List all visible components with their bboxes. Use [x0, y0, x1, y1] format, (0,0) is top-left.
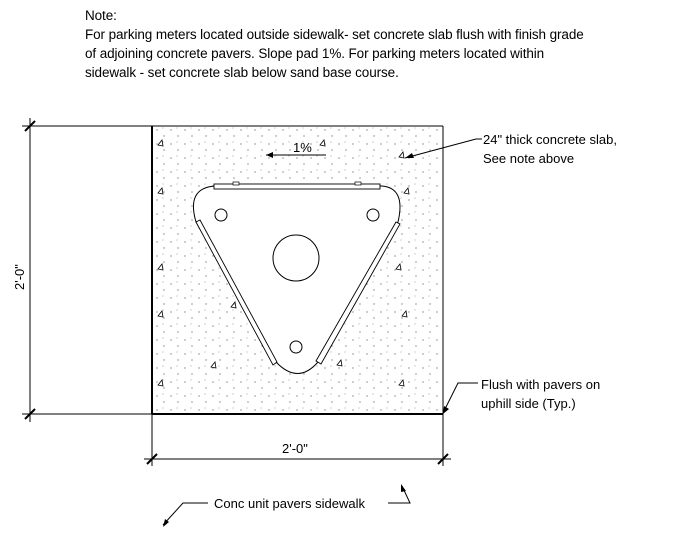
flush-label-line-2: uphill side (Typ.)	[481, 396, 576, 411]
slope-arrow: 1%	[266, 140, 326, 158]
pavers-label: Conc unit pavers sidewalk	[214, 496, 366, 511]
slab-label-line-2: See note above	[483, 151, 574, 166]
flush-label-line-1: Flush with pavers on	[481, 377, 600, 392]
bolt-hole-right	[366, 208, 380, 222]
aggregate-marks	[157, 139, 410, 387]
pavers-leader	[162, 484, 411, 527]
bolt-hole-bottom	[289, 340, 303, 354]
flush-leader	[442, 382, 478, 414]
note-line-3: sidewalk - set concrete slab below sand …	[85, 65, 399, 80]
meter-post-hole	[272, 234, 320, 282]
note-line-1: For parking meters located outside sidew…	[85, 27, 584, 42]
horizontal-dimension	[144, 414, 451, 466]
slab-leader	[404, 138, 482, 159]
vertical-dimension	[22, 118, 152, 422]
note-line-2: of adjoining concrete pavers. Slope pad …	[85, 46, 545, 61]
slope-label: 1%	[293, 140, 312, 155]
note-heading: Note:	[85, 8, 117, 23]
vertical-dimension-label: 2'-0"	[12, 264, 27, 290]
horizontal-dimension-label: 2'-0"	[282, 441, 308, 456]
bolt-hole-left	[214, 208, 228, 222]
slab-label-line-1: 24" thick concrete slab,	[483, 132, 617, 147]
general-note: Note: For parking meters located outside…	[85, 6, 584, 82]
meter-base-plate	[192, 181, 401, 374]
